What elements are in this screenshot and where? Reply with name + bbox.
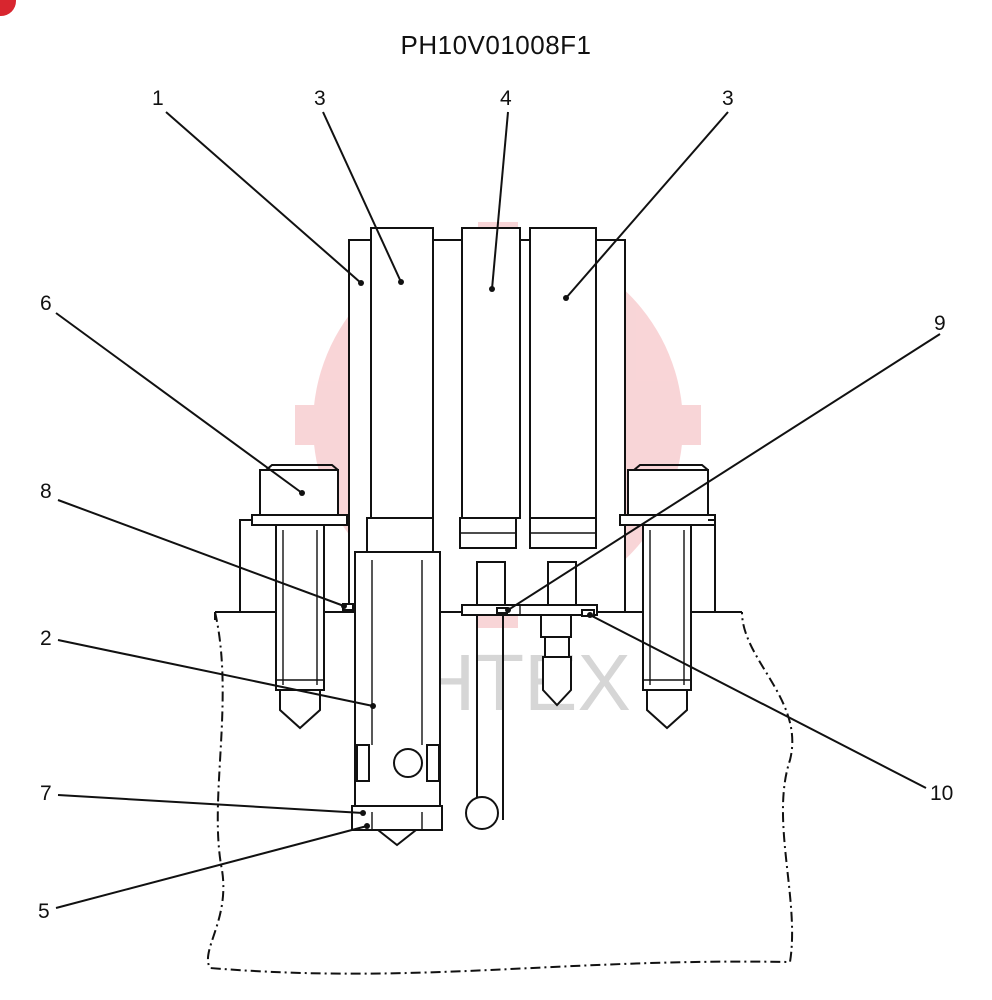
callout-5: 5 <box>38 900 50 923</box>
callout-labels: 1 3 4 3 6 9 8 2 7 10 5 <box>38 87 953 923</box>
callout-3-left: 3 <box>314 87 326 110</box>
seal-plate <box>461 604 598 616</box>
callout-8: 8 <box>40 480 52 503</box>
right-cap-screw <box>619 464 716 730</box>
callout-9: 9 <box>934 312 946 335</box>
callout-2: 2 <box>40 627 52 650</box>
leader-lines <box>55 111 941 909</box>
callout-4: 4 <box>500 87 512 110</box>
center-cartridge-4 <box>459 227 521 830</box>
drawing-title: PH10V01008F1 <box>400 30 592 60</box>
spool-sleeve-2 <box>351 551 443 847</box>
left-cartridge-3 <box>366 227 434 553</box>
callout-1: 1 <box>152 87 164 110</box>
callout-6: 6 <box>40 292 52 315</box>
callout-10: 10 <box>930 782 953 805</box>
callout-7: 7 <box>40 782 52 805</box>
callout-3-right: 3 <box>722 87 734 110</box>
left-cap-screw-6 <box>239 464 348 730</box>
right-cartridge-3 <box>529 227 597 707</box>
